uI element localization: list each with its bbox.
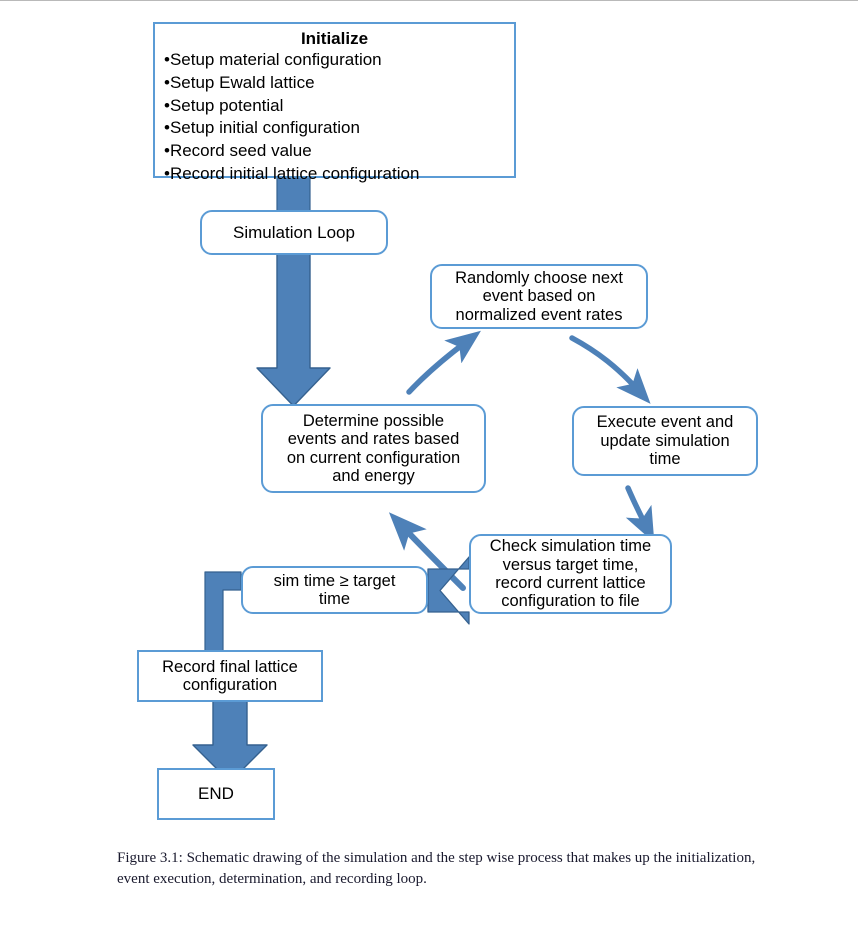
- arrow-check-simulation-time-to-determine-events: [388, 512, 466, 591]
- figure-caption: Figure 3.1: Schematic drawing of the sim…: [117, 850, 756, 888]
- node-check-simulation-time: Check simulation time versus target time…: [469, 534, 672, 614]
- node-execute-event-label: Execute event and update simulation time: [596, 413, 734, 469]
- connector-sim-time-to-record-final: [204, 571, 242, 653]
- node-initialize-bullets: •Setup material configuration •Setup Ewa…: [164, 50, 420, 183]
- node-determine-events: Determine possible events and rates base…: [261, 404, 486, 493]
- node-determine-events-label: Determine possible events and rates base…: [286, 411, 461, 485]
- arrow-execute-event-to-check-simulation-time: [625, 485, 655, 543]
- node-initialize-title: Initialize: [300, 29, 369, 48]
- arrow-check-simulation-time-to-sim-time: [427, 556, 470, 625]
- node-sim-time-check-label: sim time ≥ target time: [273, 571, 396, 608]
- node-execute-event: Execute event and update simulation time: [572, 406, 758, 476]
- node-simulation-loop: Simulation Loop: [200, 210, 388, 255]
- arrow-randomly-choose-to-execute-event: [569, 335, 651, 404]
- node-simulation-loop-label: Simulation Loop: [233, 222, 355, 242]
- node-end: END: [157, 768, 275, 820]
- node-sim-time-check: sim time ≥ target time: [241, 566, 428, 614]
- arrow-simulation-loop-to-determine-events: [256, 252, 331, 407]
- page-top-rule: [0, 0, 858, 1]
- node-randomly-choose-label: Randomly choose next event based on norm…: [455, 268, 623, 324]
- node-randomly-choose: Randomly choose next event based on norm…: [430, 264, 648, 329]
- node-end-label: END: [198, 784, 234, 804]
- arrow-record-final-to-end: [192, 699, 268, 783]
- node-record-final: Record final lattice configuration: [137, 650, 323, 702]
- node-check-simulation-time-label: Check simulation time versus target time…: [489, 537, 652, 611]
- node-record-final-label: Record final lattice configuration: [162, 657, 298, 694]
- arrow-determine-events-to-randomly-choose: [406, 330, 481, 395]
- node-initialize: Initialize •Setup material configuration…: [153, 22, 516, 183]
